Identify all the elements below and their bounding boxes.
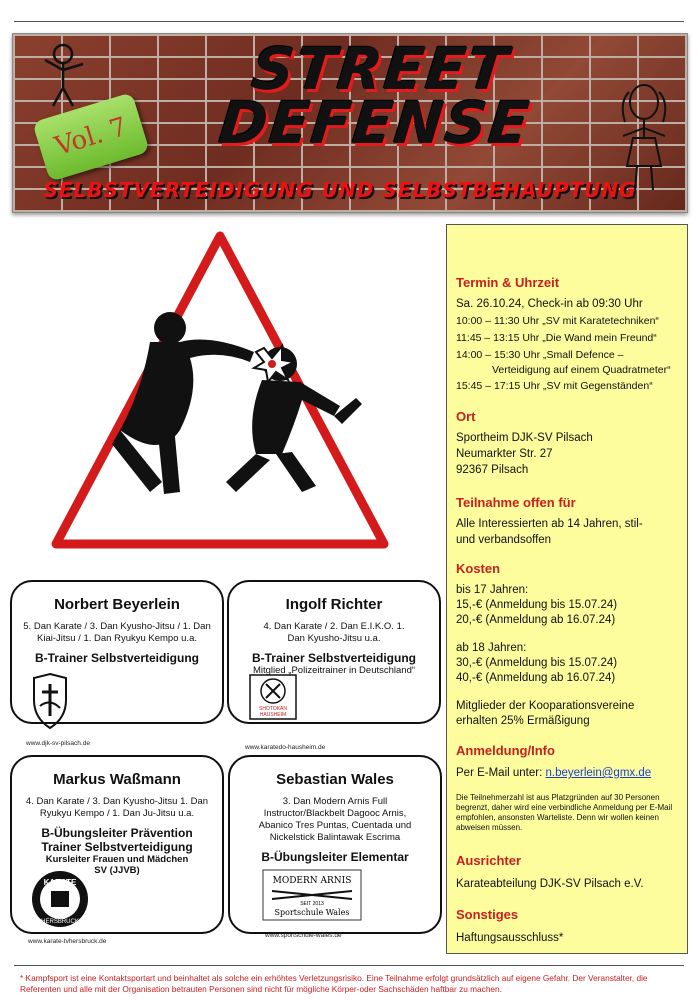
trainer-card-wassmann: Markus Waßmann 4. Dan Karate / 3. Dan Ky…: [10, 755, 224, 934]
ausrichter-heading: Ausrichter: [456, 853, 522, 868]
ort-line: Neumarkter Str. 27: [456, 448, 553, 460]
trainer-ranks: 4. Dan Karate / 3. Dan Kyusho-Jitsu 1. D…: [25, 796, 209, 819]
trainer-role: B-Trainer Selbstverteidigung: [251, 651, 417, 665]
termin-line: 14:00 – 15:30 Uhr „Small Defence –: [456, 349, 624, 361]
trainer-name: Ingolf Richter: [285, 596, 383, 613]
header-banner: Vol. 7 STREET DEFENSE: [12, 33, 688, 213]
ort-line: 92367 Pilsach: [456, 464, 529, 476]
ort-line: Sportheim DJK-SV Pilsach: [456, 432, 593, 444]
stick-figure-right-icon: [621, 84, 667, 191]
trainer-url[interactable]: www.karatedo-hausheim.de: [245, 744, 326, 751]
trainer-role: B-Trainer Selbstverteidigung: [34, 651, 200, 665]
kosten-line: 30,-€ (Anmeldung bis 15.07.24): [456, 657, 618, 669]
trainer-ranks: 5. Dan Karate / 3. Dan Kyusho-Jitsu / 1.…: [23, 621, 211, 644]
wales-logo-bottom: Sportschule Wales: [275, 908, 350, 917]
trainer-role: B-Übungsleiter Prävention Trainer Selbst…: [41, 826, 193, 854]
teilnahme-heading: Teilnahme offen für: [456, 495, 576, 510]
anmeldung-heading: Anmeldung/Info: [456, 743, 555, 758]
termin-line: 10:00 – 11:30 Uhr „SV mit Karatetechnike…: [456, 315, 659, 327]
hersbruck-logo-icon: KARATE HERSBRUCK: [32, 871, 88, 927]
ort-heading: Ort: [456, 409, 476, 424]
termin-heading: Termin & Uhrzeit: [456, 275, 560, 290]
stick-figure-left-icon: [44, 43, 84, 107]
kosten-line: 40,-€ (Anmeldung ab 16.07.24): [456, 672, 616, 684]
trainer-url[interactable]: www.djk-sv-pilsach.de: [26, 740, 90, 747]
kosten-line: 20,-€ (Anmeldung ab 16.07.24): [456, 614, 616, 626]
trainer-name: Markus Waßmann: [53, 771, 181, 788]
trainer-course: Kursleiter Frauen und Mädchen SV (JJVB): [45, 854, 189, 876]
svg-text:SHOTOKAN: SHOTOKAN: [259, 706, 287, 712]
info-panel: Termin & Uhrzeit Sa. 26.10.24, Check-in …: [446, 224, 688, 954]
disclaimer-footnote: * Kampfsport ist eine Kontaktsportart un…: [20, 973, 648, 994]
trainer-role: B-Übungsleiter Elementar: [261, 850, 409, 864]
djk-logo-icon: [33, 672, 67, 730]
teilnahme-line: Alle Interessierten ab 14 Jahren, stil-: [456, 518, 643, 530]
bottom-rule: [14, 965, 684, 966]
kosten-line: 15,-€ (Anmeldung bis 15.07.24): [456, 599, 618, 611]
sonstiges-heading: Sonstiges: [456, 907, 519, 922]
trainer-card-beyerlein: Norbert Beyerlein 5. Dan Karate / 3. Dan…: [10, 580, 224, 730]
trainer-ranks: 4. Dan Karate / 2. Dan E.I.K.O. 1. Dan K…: [263, 621, 405, 644]
termin-line: 15:45 – 17:15 Uhr „SV mit Gegenständen“: [456, 380, 653, 392]
trainer-membership: Mitglied „Polizeitrainer in Deutschland“: [252, 665, 416, 676]
termin-line: Verteidigung auf einem Quadratmeter“: [492, 364, 671, 376]
termin-line: Sa. 26.10.24, Check-in ab 09:30 Uhr: [456, 298, 643, 310]
wales-logo-top: MODERN ARNIS: [273, 876, 352, 886]
kosten-line: ab 18 Jahren:: [456, 642, 527, 654]
kosten-heading: Kosten: [456, 561, 501, 576]
sonstiges-text: Haftungsausschluss*: [456, 932, 564, 944]
top-rule: [14, 21, 684, 22]
trainer-card-wales: Sebastian Wales 3. Dan Modern Arnis Full…: [228, 755, 442, 934]
wales-logo-mid: SEIT 2013: [300, 901, 324, 907]
anmeldung-prefix: Per E-Mail unter:: [456, 767, 546, 779]
warning-triangle-icon: [51, 231, 389, 549]
trainer-name: Norbert Beyerlein: [54, 596, 180, 613]
anmeldung-line: Per E-Mail unter: n.beyerlein@gmx.de: [456, 766, 651, 781]
kosten-line: Mitglieder der Kooparationsvereine: [456, 700, 635, 712]
ausrichter-text: Karateabteilung DJK-SV Pilsach e.V.: [456, 878, 644, 890]
svg-text:HERSBRUCK: HERSBRUCK: [41, 919, 79, 925]
trainer-ranks: 3. Dan Modern Arnis Full Instructor/Blac…: [258, 796, 412, 843]
banner-title: STREET DEFENSE: [216, 35, 535, 157]
anmeldung-note: Die Teilnehmerzahl ist aus Platzgründen …: [456, 793, 673, 832]
teilnahme-line: und verbandsoffen: [456, 534, 552, 546]
trainer-card-richter: Ingolf Richter 4. Dan Karate / 2. Dan E.…: [227, 580, 441, 724]
termin-line: 11:45 – 13:15 Uhr „Die Wand mein Freund“: [456, 332, 657, 344]
trainer-url[interactable]: www.sportschule-wales.de: [265, 932, 342, 939]
kosten-line: bis 17 Jahren:: [456, 584, 529, 596]
hausheim-logo-icon: SHOTOKAN HAUSHEIM: [249, 674, 297, 720]
email-link[interactable]: n.beyerlein@gmx.de: [545, 767, 652, 779]
wales-logo-icon: MODERN ARNIS SEIT 2013 Sportschule Wales: [262, 869, 362, 921]
svg-text:KARATE: KARATE: [44, 878, 77, 887]
trainer-name: Sebastian Wales: [276, 771, 394, 788]
svg-text:HAUSHEIM: HAUSHEIM: [260, 712, 286, 718]
banner-subtitle: SELBSTVERTEIDIGUNG UND SELBSTBEHAUPTUNG: [43, 178, 637, 202]
trainer-url[interactable]: www.karate-tvhersbruck.de: [28, 938, 107, 945]
kosten-line: erhalten 25% Ermäßigung: [456, 715, 590, 727]
